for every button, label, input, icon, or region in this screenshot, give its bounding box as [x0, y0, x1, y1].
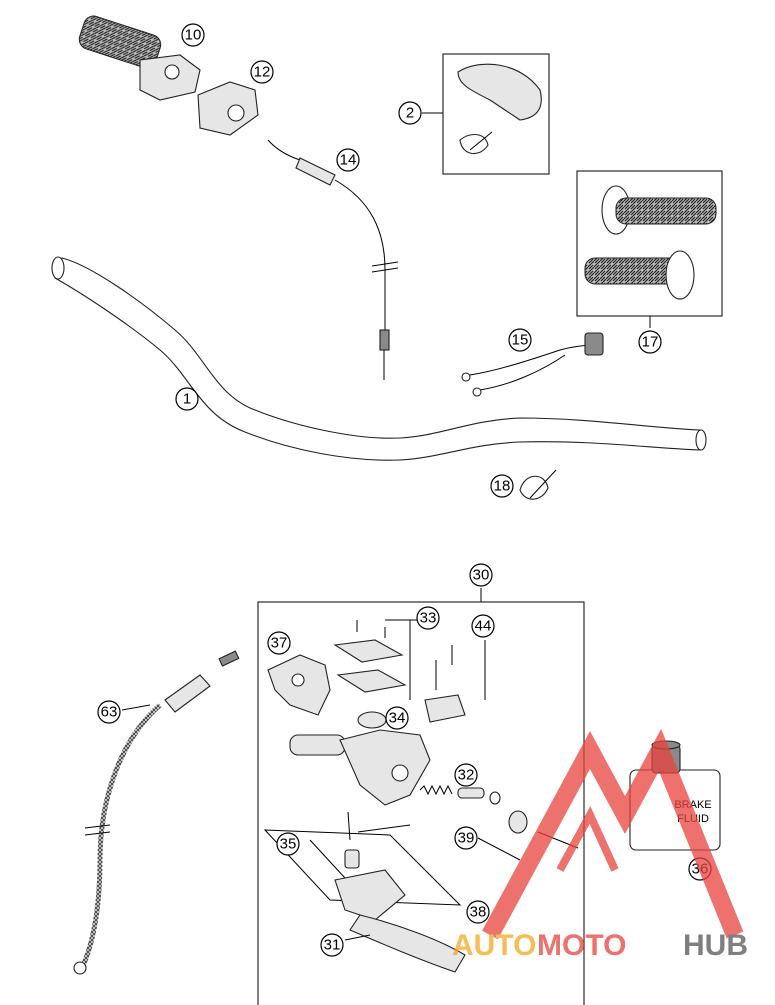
callout-34: 34: [385, 706, 409, 730]
grip-set-box: [576, 170, 723, 328]
svg-text:63: 63: [101, 704, 118, 721]
master-cylinder-body: [289, 729, 431, 806]
throttle-housing-cover: [197, 81, 259, 136]
callout-17: 17: [638, 330, 662, 354]
callout-38: 38: [466, 900, 490, 924]
clutch-cable: [73, 650, 240, 975]
svg-text:39: 39: [458, 830, 475, 847]
kill-switch: [461, 332, 604, 397]
callout-14: 14: [336, 148, 360, 172]
svg-text:15: 15: [512, 332, 529, 349]
protector-kit-box: [422, 53, 550, 175]
svg-text:37: 37: [271, 635, 288, 652]
callout-44: 44: [471, 614, 495, 638]
callout-1: 1: [175, 387, 199, 411]
svg-text:33: 33: [420, 610, 437, 627]
callout-31: 31: [320, 933, 344, 957]
reservoir-diaphragm: [357, 711, 387, 729]
throttle-cable: [267, 139, 399, 380]
svg-text:35: 35: [280, 836, 297, 853]
hand-guard-clamp: [267, 654, 331, 716]
callout-15: 15: [508, 328, 532, 352]
svg-text:14: 14: [340, 152, 357, 169]
callout-30: 30: [469, 563, 493, 587]
svg-text:38: 38: [470, 904, 487, 921]
callout-32: 32: [454, 763, 478, 787]
piston-spring: [419, 784, 528, 834]
svg-text:2: 2: [406, 105, 414, 122]
callout-63: 63: [97, 700, 121, 724]
callout-33: 33: [416, 606, 440, 630]
svg-text:30: 30: [473, 567, 490, 584]
svg-text:12: 12: [254, 64, 271, 81]
svg-text:18: 18: [494, 478, 511, 495]
svg-text:1: 1: [183, 391, 191, 408]
watermark-moto: MOTO: [537, 929, 626, 962]
callout-10: 10: [181, 23, 205, 47]
adjuster-bolt: [347, 811, 411, 841]
svg-text:44: 44: [475, 618, 492, 635]
watermark-auto: AUTO: [452, 929, 536, 962]
callout-2: 2: [398, 101, 422, 125]
throttle-grip-assembly: [78, 15, 201, 101]
brake-lever-assembly: [263, 829, 466, 973]
brake-master-cylinder-box: [257, 588, 585, 1005]
callout-37: 37: [267, 631, 291, 655]
callout-12: 12: [250, 60, 274, 84]
master-cylinder-clamp: [424, 640, 486, 723]
callout-35: 35: [276, 832, 300, 856]
callout-18: 18: [490, 474, 514, 498]
handlebar: [51, 256, 707, 461]
callout-39: 39: [454, 826, 478, 850]
cable-tie: [519, 469, 557, 500]
svg-text:17: 17: [642, 334, 659, 351]
watermark-logo: AUTO MOTO HUB: [452, 728, 748, 962]
watermark-hub: HUB: [683, 929, 748, 962]
svg-text:34: 34: [389, 710, 406, 727]
svg-text:31: 31: [324, 937, 341, 954]
svg-text:10: 10: [185, 27, 202, 44]
reservoir-cover: [333, 619, 420, 700]
svg-text:32: 32: [458, 767, 475, 784]
